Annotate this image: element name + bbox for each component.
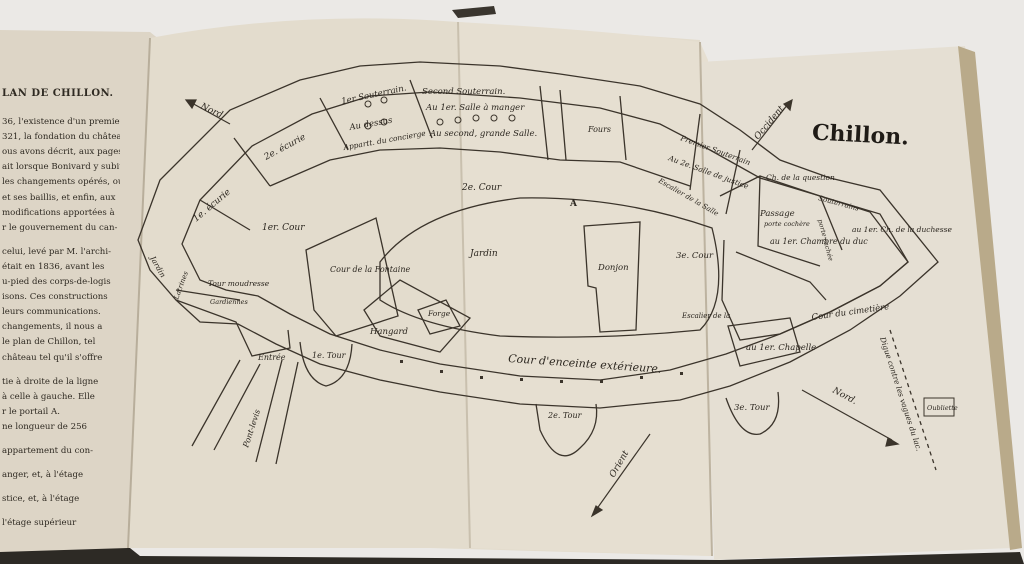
text-line: anger, et, à l'étage — [2, 470, 84, 481]
label-ch-duchesse: au 1er. Ch. de la duchesse — [852, 225, 952, 234]
label-digue: Digue contre les vagues du lac. — [878, 335, 924, 452]
label-escalier-salle: Escalier de la Salle — [656, 176, 720, 217]
label-souterrains: Souterrains — [817, 194, 860, 213]
label-fours: Fours — [587, 125, 611, 134]
label-nord-top: Nord — [198, 101, 225, 120]
label-cour3: 3e. Cour — [676, 251, 714, 261]
text-line: stice, et, à l'étage — [2, 494, 80, 505]
label-jardin: Jardin — [468, 249, 498, 259]
text-line: changements, il nous a — [2, 322, 103, 333]
label-cour1: 1er. Cour — [262, 223, 305, 233]
label-second-souterrain: Second Souterrain. — [422, 87, 505, 97]
label-chambre-duc: au 1er. Chambre du duc — [770, 237, 868, 246]
text-line: leurs communications. — [2, 307, 101, 318]
label-souterrain1: 1er Souterrain. — [341, 83, 408, 107]
text-line: isons. Ces constructions — [2, 292, 108, 303]
text-line: appartement du con- — [2, 445, 94, 456]
text-line: modifications apportées à — [2, 207, 115, 218]
label-pont-levis: Pont-levis — [241, 408, 262, 449]
text-line: 321, la fondation du château — [2, 132, 120, 143]
label-grande-salle: Au second, grande Salle. — [429, 129, 537, 139]
label-salle-manger: Au 1er. Salle à manger — [425, 102, 525, 113]
label-orient: Orient — [608, 449, 632, 480]
text-line: et ses baillis, et enfin, aux — [2, 192, 116, 203]
enclosure-markers — [400, 360, 683, 383]
label-tour-moudresse: Tour moudresse — [208, 279, 270, 288]
text-line: château tel qu'il s'offre — [2, 352, 103, 363]
label-au-dessus: Au dessus — [348, 115, 394, 133]
text-line: le plan de Chillon, tel — [2, 337, 96, 348]
label-escalier-chapelle: Escalier de la — [681, 312, 730, 320]
left-page — [0, 30, 160, 552]
label-jardin-left: Jardin — [147, 253, 167, 279]
left-page-heading: LAN DE CHILLON. — [2, 88, 114, 99]
right-page-edge — [958, 46, 1022, 550]
text-line: ous avons décrit, aux pages — [2, 147, 120, 158]
book-cover-edge — [0, 540, 1024, 564]
label-chapelle: au 1er. Chapelle — [746, 343, 816, 353]
text-line: u-pied des corps-de-logis — [2, 277, 111, 288]
label-cour-cimetiere: Cour du cimetière — [811, 301, 890, 323]
label-letter-a: A — [569, 199, 578, 209]
text-line: était en 1836, avant les — [2, 261, 105, 272]
label-occident: Occident — [753, 104, 787, 142]
label-forge: Forge — [427, 309, 451, 318]
label-tour1: 1e. Tour — [312, 351, 347, 360]
text-line: celui, levé par M. l'archi- — [2, 246, 111, 257]
label-ecurie1: 1e. écurie — [191, 187, 233, 225]
left-page-text: LAN DE CHILLON. 36, l'existence d'un pre… — [2, 86, 120, 531]
label-ch-question: Ch. de la question — [766, 173, 835, 182]
compass-arrows — [184, 98, 900, 518]
label-ecurie2: 2e. écurie — [261, 132, 307, 164]
label-gardiennes: Gardiennes — [210, 298, 248, 306]
label-latrines: Latrines — [172, 270, 190, 302]
text-line: r le portail A. — [2, 406, 60, 417]
label-cour2: 2e. Cour — [461, 183, 502, 193]
label-tour3: 3e. Tour — [734, 403, 770, 413]
text-line: 36, l'existence d'un premier — [2, 117, 120, 128]
label-hangard: Hangard — [369, 327, 409, 337]
text-line: r le gouvernement du can- — [2, 222, 118, 233]
label-donjon: Donjon — [597, 263, 629, 273]
text-line: tie à droite de la ligne — [2, 376, 99, 387]
right-page — [700, 46, 1012, 560]
text-line: les changements opérés, ou — [2, 177, 120, 188]
label-entree: Entrée — [257, 353, 286, 362]
label-cour-enceinte: Cour d'enceinte extérieure. — [508, 352, 662, 376]
label-passage: Passage — [759, 209, 795, 219]
text-line: l'étage supérieur — [2, 518, 77, 529]
text-line: ait lorsque Bonivard y subit — [2, 162, 120, 173]
text-line: à celle à gauche. Elle — [2, 391, 95, 402]
label-oubliette: Oubliette — [927, 404, 958, 412]
label-tour2: 2e. Tour — [547, 411, 583, 420]
label-cour-fontaine: Cour de la Fontaine — [330, 265, 411, 274]
text-line: ne longueur de 256 — [2, 421, 88, 432]
window-dots — [364, 96, 516, 130]
label-nord-bottom: Nord. — [830, 385, 859, 407]
castle-plan — [137, 61, 939, 471]
label-porte-cochere: porte cochère — [764, 220, 810, 228]
